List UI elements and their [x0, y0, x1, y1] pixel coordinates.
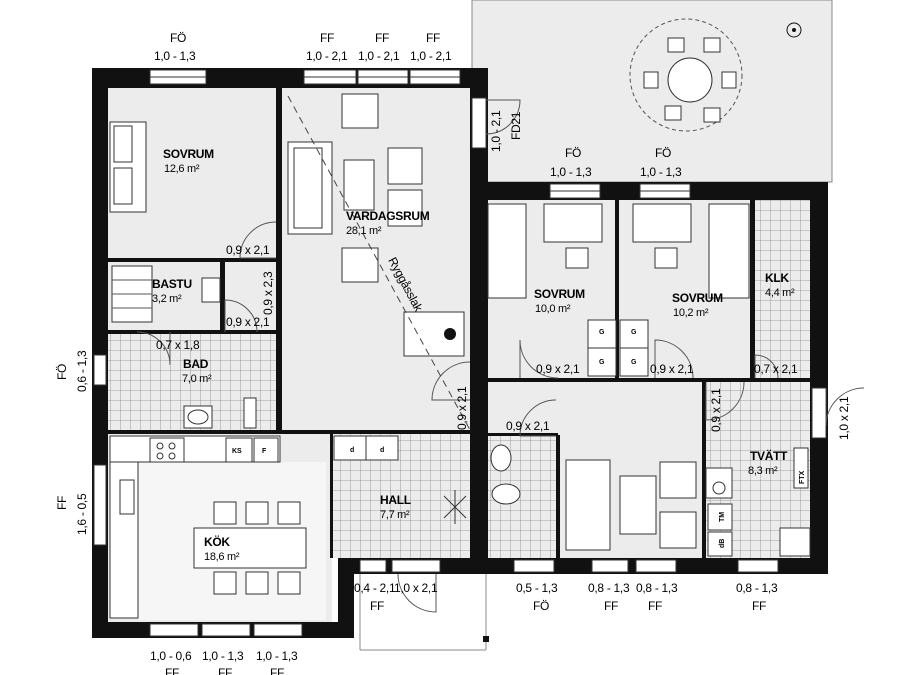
window-type-top-2: FF: [320, 31, 334, 45]
window-type-top-4: FF: [426, 31, 440, 45]
window-type-top-3: FF: [375, 31, 389, 45]
g-label-1: G: [599, 329, 605, 336]
window-size-bottom-4: 0,8 - 1,3: [588, 581, 630, 595]
window-type-bottom-1: FF: [370, 599, 384, 613]
window-type-kitchen-2: FF: [218, 666, 232, 675]
door-wc: 0,9 x 2,1: [506, 419, 550, 433]
room-name-bath: BAD: [183, 357, 209, 371]
f-label: F: [262, 448, 267, 455]
door-sauna-h: 0,9 x 2,1: [226, 315, 270, 329]
door-bath: 0,7 x 1,8: [156, 338, 200, 352]
room-name-bedroom1: SOVRUM: [163, 147, 214, 161]
door-laundry-v: 0,9 x 2,1: [709, 388, 723, 432]
window-size-left-top: 0,6 - 1,3: [75, 350, 89, 392]
room-name-sauna: BASTU: [152, 277, 192, 291]
window-labels-top: FÖ 1,0 - 1,3 FF 1,0 - 2,1 FF 1,0 - 2,1 F…: [154, 31, 452, 63]
window-type-bottom-5: FF: [648, 599, 662, 613]
window-size-left-bottom: 1,6 - 0,5: [75, 493, 89, 535]
window-labels-bottom: 0,4 - 2,1 FF 1,0 x 2,1 0,5 - 1,3 FÖ 0,8 …: [354, 581, 778, 613]
door-hall-v: 0,9 x 2,1: [455, 386, 469, 430]
g-label-3: G: [631, 329, 637, 336]
room-name-bedroom2: SOVRUM: [534, 287, 585, 301]
window-type-bottom-4: FF: [604, 599, 618, 613]
room-name-laundry: TVÄTT: [750, 448, 788, 463]
door-bedroom3: 0,9 x 2,1: [650, 362, 694, 376]
window-size-top-3: 1,0 - 2,1: [358, 49, 400, 63]
room-area-living: 28,1 m²: [346, 225, 382, 237]
window-type-mid-2: FÖ: [655, 146, 671, 160]
fd21-label: FD21: [509, 111, 523, 140]
room-area-bedroom2: 10,0 m²: [535, 303, 571, 315]
door-bedroom1: 0,9 x 2,1: [226, 243, 270, 257]
window-size-kitchen-1: 1,0 - 0,6: [150, 649, 192, 663]
window-size-top-1: 1,0 - 1,3: [154, 49, 196, 63]
room-area-bedroom1: 12,6 m²: [164, 163, 200, 175]
room-area-bedroom3: 10,2 m²: [673, 307, 709, 319]
room-name-closet: KLK: [765, 271, 789, 285]
window-type-kitchen-3: FF: [270, 666, 284, 675]
window-size-mid-2: 1,0 - 1,3: [640, 165, 682, 179]
window-size-mid-1: 1,0 - 1,3: [550, 165, 592, 179]
window-size-bottom-6: 0,8 - 1,3: [736, 581, 778, 595]
door-bedroom2: 0,9 x 2,1: [536, 362, 580, 376]
window-size-living-east: 1,0 - 2,1: [489, 110, 503, 152]
room-name-kitchen: KÖK: [204, 534, 230, 549]
window-type-top-1: FÖ: [170, 31, 186, 45]
room-name-bedroom3: SOVRUM: [672, 291, 723, 305]
window-type-kitchen-1: FF: [165, 666, 179, 675]
tm-label: TM: [719, 512, 726, 522]
terrace: [471, 0, 833, 183]
room-area-sauna: 3,2 m²: [152, 293, 182, 305]
ks-label: KS: [232, 448, 242, 455]
window-labels-side: FÖ 0,6 - 1,3 FF 1,6 - 0,5 1,0 - 2,1 1,0 …: [55, 110, 851, 535]
door-swings: [136, 95, 865, 651]
d-label-2: d: [380, 447, 384, 454]
window-size-kitchen-2: 1,0 - 1,3: [202, 649, 244, 663]
window-size-bottom-3: 0,5 - 1,3: [516, 581, 558, 595]
room-area-laundry: 8,3 m²: [748, 465, 778, 477]
door-sauna-v: 0,9 x 2,3: [261, 271, 275, 315]
g-label-4: G: [631, 359, 637, 366]
door-closet: 0,7 x 2,1: [754, 362, 798, 376]
db-label: dB: [719, 539, 726, 548]
window-size-kitchen-3: 1,0 - 1,3: [256, 649, 298, 663]
window-size-top-4: 1,0 - 2,1: [410, 49, 452, 63]
furniture: [109, 93, 811, 619]
d-label-1: d: [350, 447, 354, 454]
room-name-hall: HALL: [380, 493, 411, 507]
room-area-hall: 7,7 m²: [380, 509, 410, 521]
window-type-left-bottom: FF: [55, 496, 69, 510]
ftx-label: FTX: [799, 470, 806, 484]
window-type-bottom-3: FÖ: [533, 599, 549, 613]
window-size-bottom-2: 1,0 x 2,1: [394, 581, 438, 595]
room-labels: SOVRUM 12,6 m² VARDAGSRUM 28,1 m² BASTU …: [152, 147, 795, 563]
window-size-bottom-1: 0,4 - 2,1: [354, 581, 396, 595]
room-area-closet: 4,4 m²: [765, 287, 795, 299]
window-size-top-2: 1,0 - 2,1: [306, 49, 348, 63]
terrace-chairs: [643, 37, 737, 123]
room-area-kitchen: 18,6 m²: [204, 551, 240, 563]
window-type-left-top: FÖ: [55, 364, 69, 380]
window-size-bottom-5: 0,8 - 1,3: [636, 581, 678, 595]
door-size-right: 1,0 x 2,1: [837, 396, 851, 440]
window-labels-kitchen: 1,0 - 0,6 FF 1,0 - 1,3 FF 1,0 - 1,3 FF: [150, 649, 298, 675]
window-labels-mid: FÖ 1,0 - 1,3 FÖ 1,0 - 1,3: [550, 146, 682, 179]
room-area-bath: 7,0 m²: [182, 373, 212, 385]
window-type-mid-1: FÖ: [565, 146, 581, 160]
window-type-bottom-6: FF: [752, 599, 766, 613]
g-label-2: G: [599, 359, 605, 366]
window-openings: [93, 69, 827, 637]
room-name-living: VARDAGSRUM: [346, 209, 430, 223]
door-labels: 0,9 x 2,1 0,9 x 2,3 0,9 x 2,1 0,7 x 1,8 …: [156, 243, 798, 433]
